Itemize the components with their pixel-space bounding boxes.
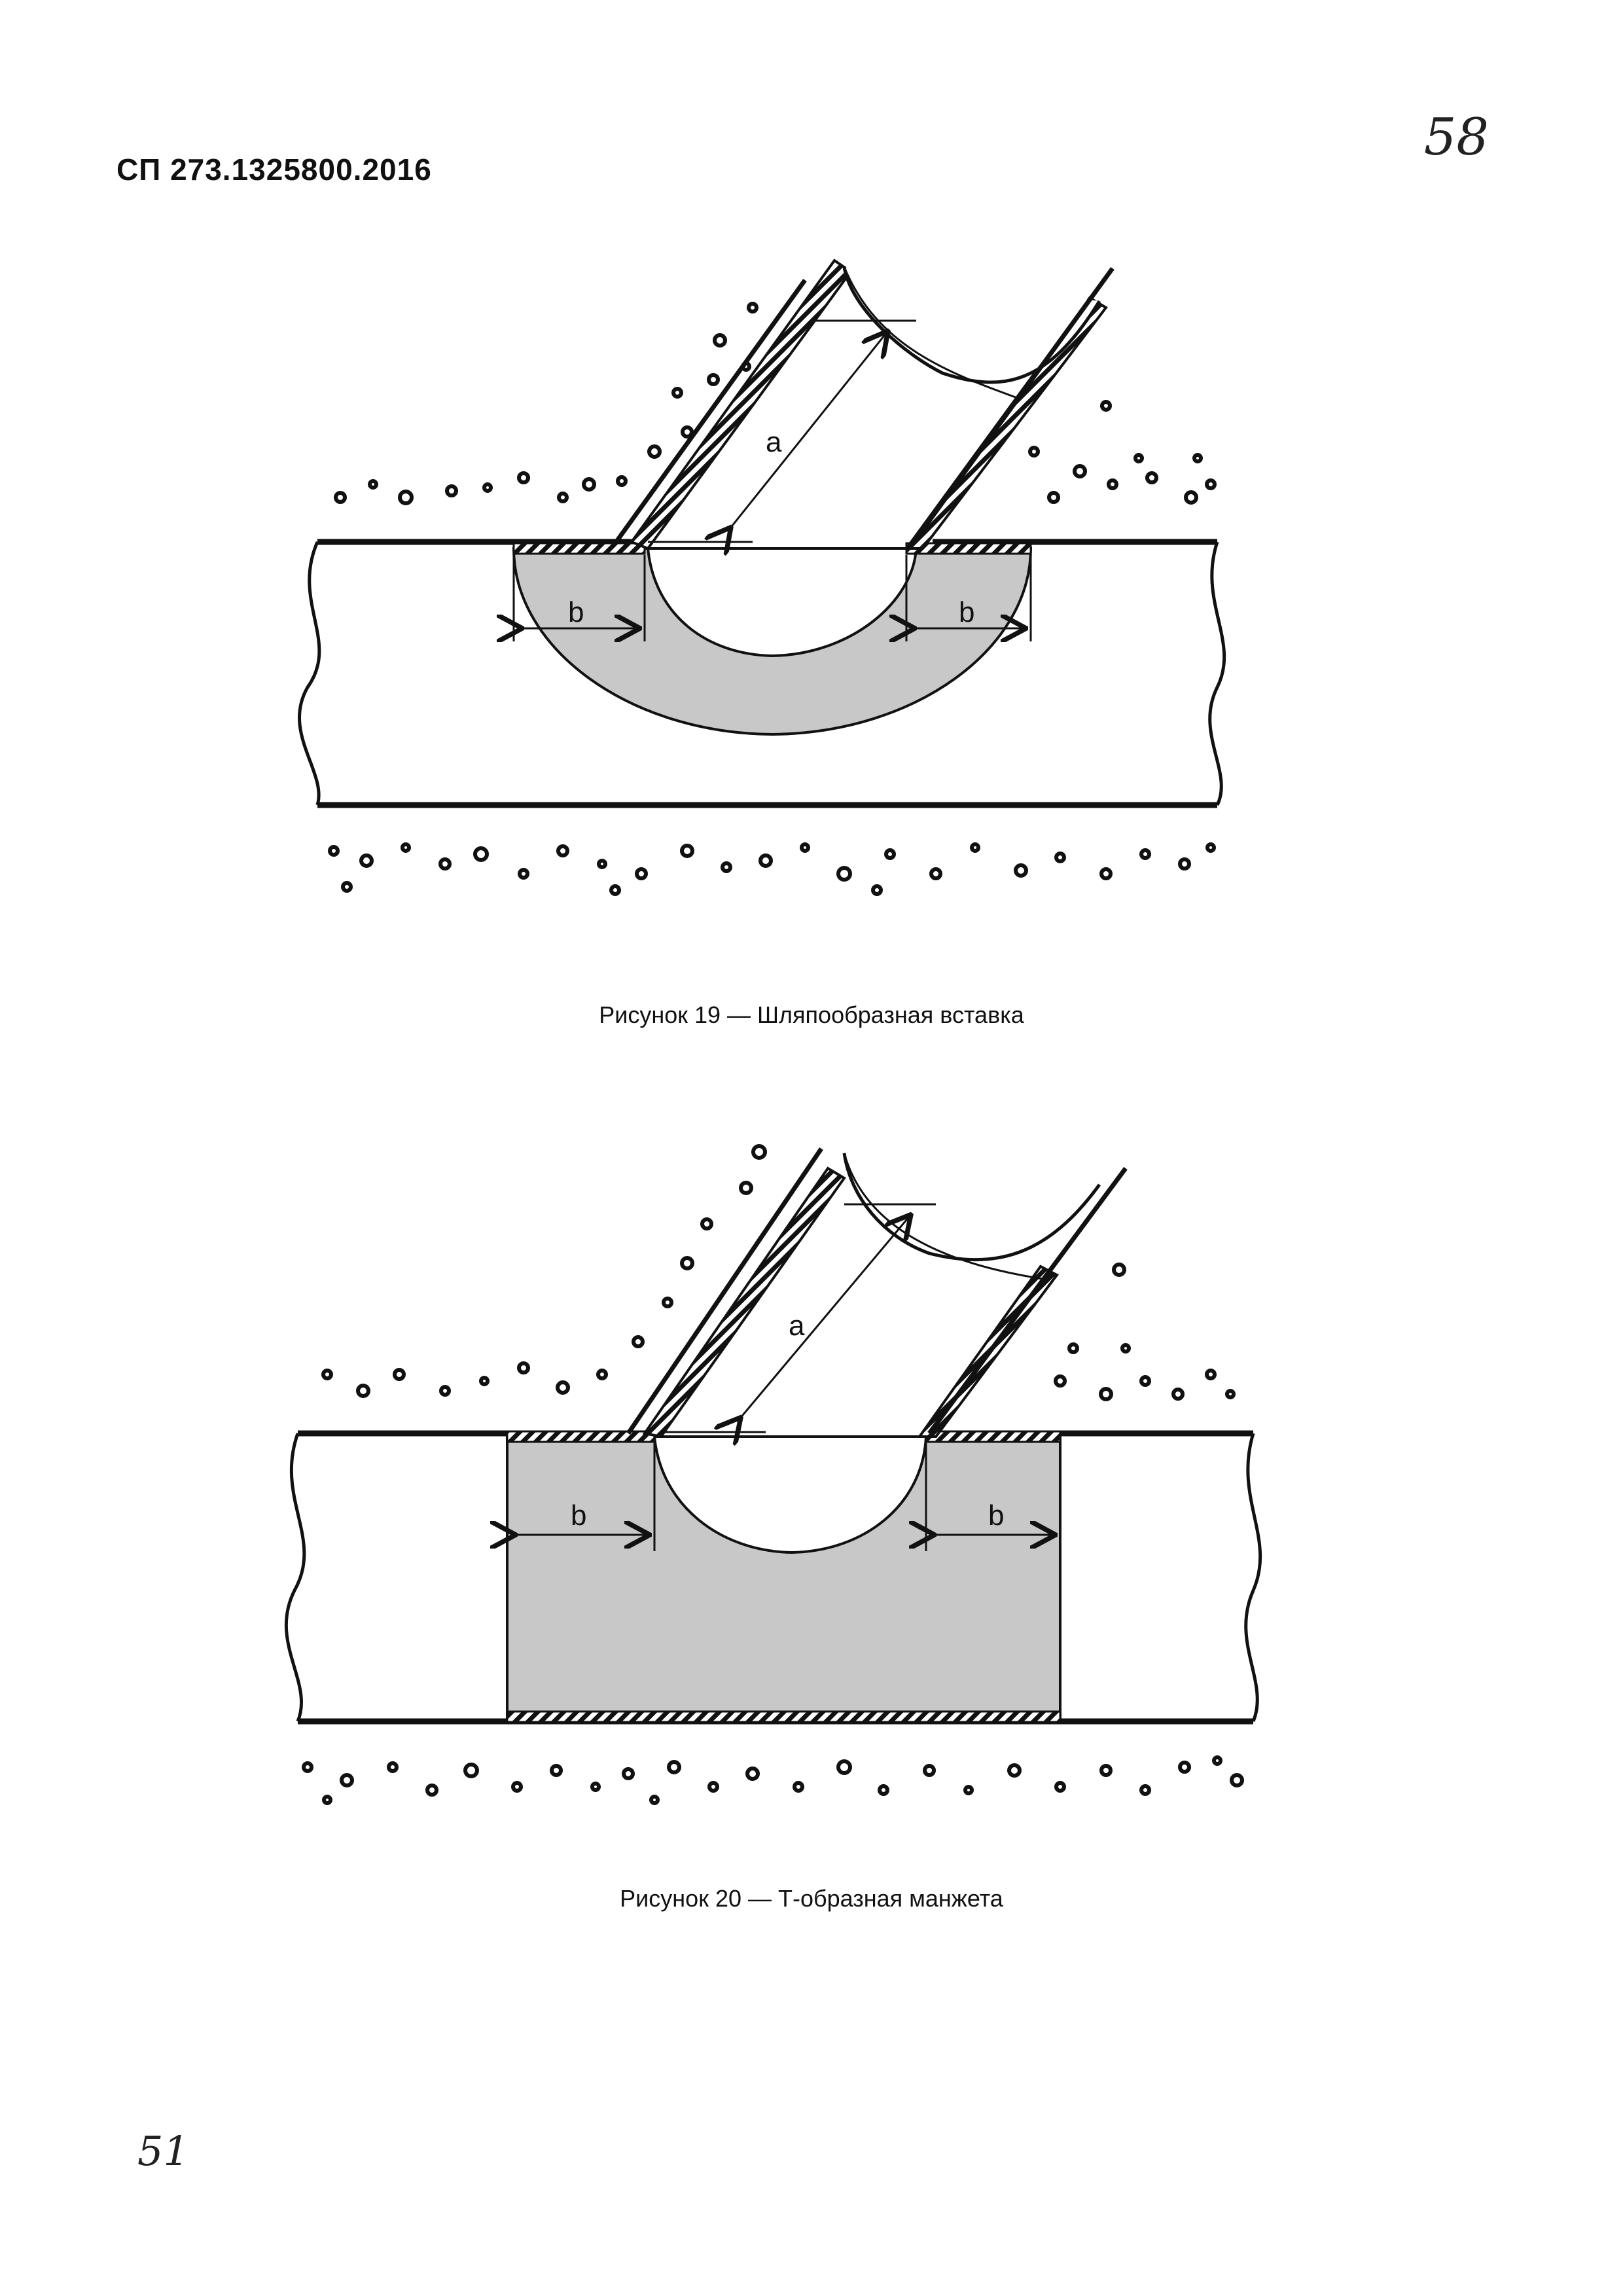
sleeve-top-left — [506, 1430, 656, 1443]
dimension-b-right-label: b — [959, 596, 974, 628]
sleeve-bottom — [506, 1710, 1061, 1723]
lateral-bore — [646, 547, 918, 658]
dimension-a: a — [661, 1203, 936, 1432]
sleeve-top-right — [925, 1430, 1061, 1443]
soil-particles — [302, 1144, 1244, 1805]
figure-19-caption: Рисунок 19 — Шляпообразная вставка — [599, 1001, 1024, 1028]
dimension-b-left: b — [514, 1443, 656, 1551]
dimension-b-right: b — [926, 1443, 1054, 1551]
dimension-b-right-label: b — [988, 1499, 1004, 1532]
dimension-b-right: b — [906, 555, 1032, 641]
main-pipe — [298, 539, 1226, 808]
soil-particles — [328, 302, 1217, 896]
figure-20: a b b — [0, 1106, 1623, 1859]
document-code: СП 273.1325800.2016 — [116, 152, 432, 187]
dimension-a: a — [648, 319, 916, 542]
figure-19: a b b — [0, 236, 1623, 942]
dimension-a-label: a — [766, 426, 782, 458]
dimension-a-label: a — [789, 1310, 805, 1342]
brim-left — [512, 542, 646, 555]
figure-20-drawing: a b b — [284, 1144, 1262, 1805]
figure-19-drawing: a b b — [298, 259, 1226, 896]
lateral-pipe — [626, 1147, 1128, 1439]
dimension-b-left: b — [514, 555, 646, 641]
dimension-b-left-label: b — [571, 1499, 586, 1532]
figure-20-caption: Рисунок 20 — Т-образная манжета — [620, 1885, 1003, 1912]
handwritten-page-number: 58 — [1423, 108, 1489, 167]
dimension-b-left-label: b — [568, 596, 584, 628]
handwritten-footer-number: 51 — [137, 2127, 189, 2175]
lateral-pipe — [613, 259, 1115, 550]
lateral-bore — [652, 1435, 928, 1554]
